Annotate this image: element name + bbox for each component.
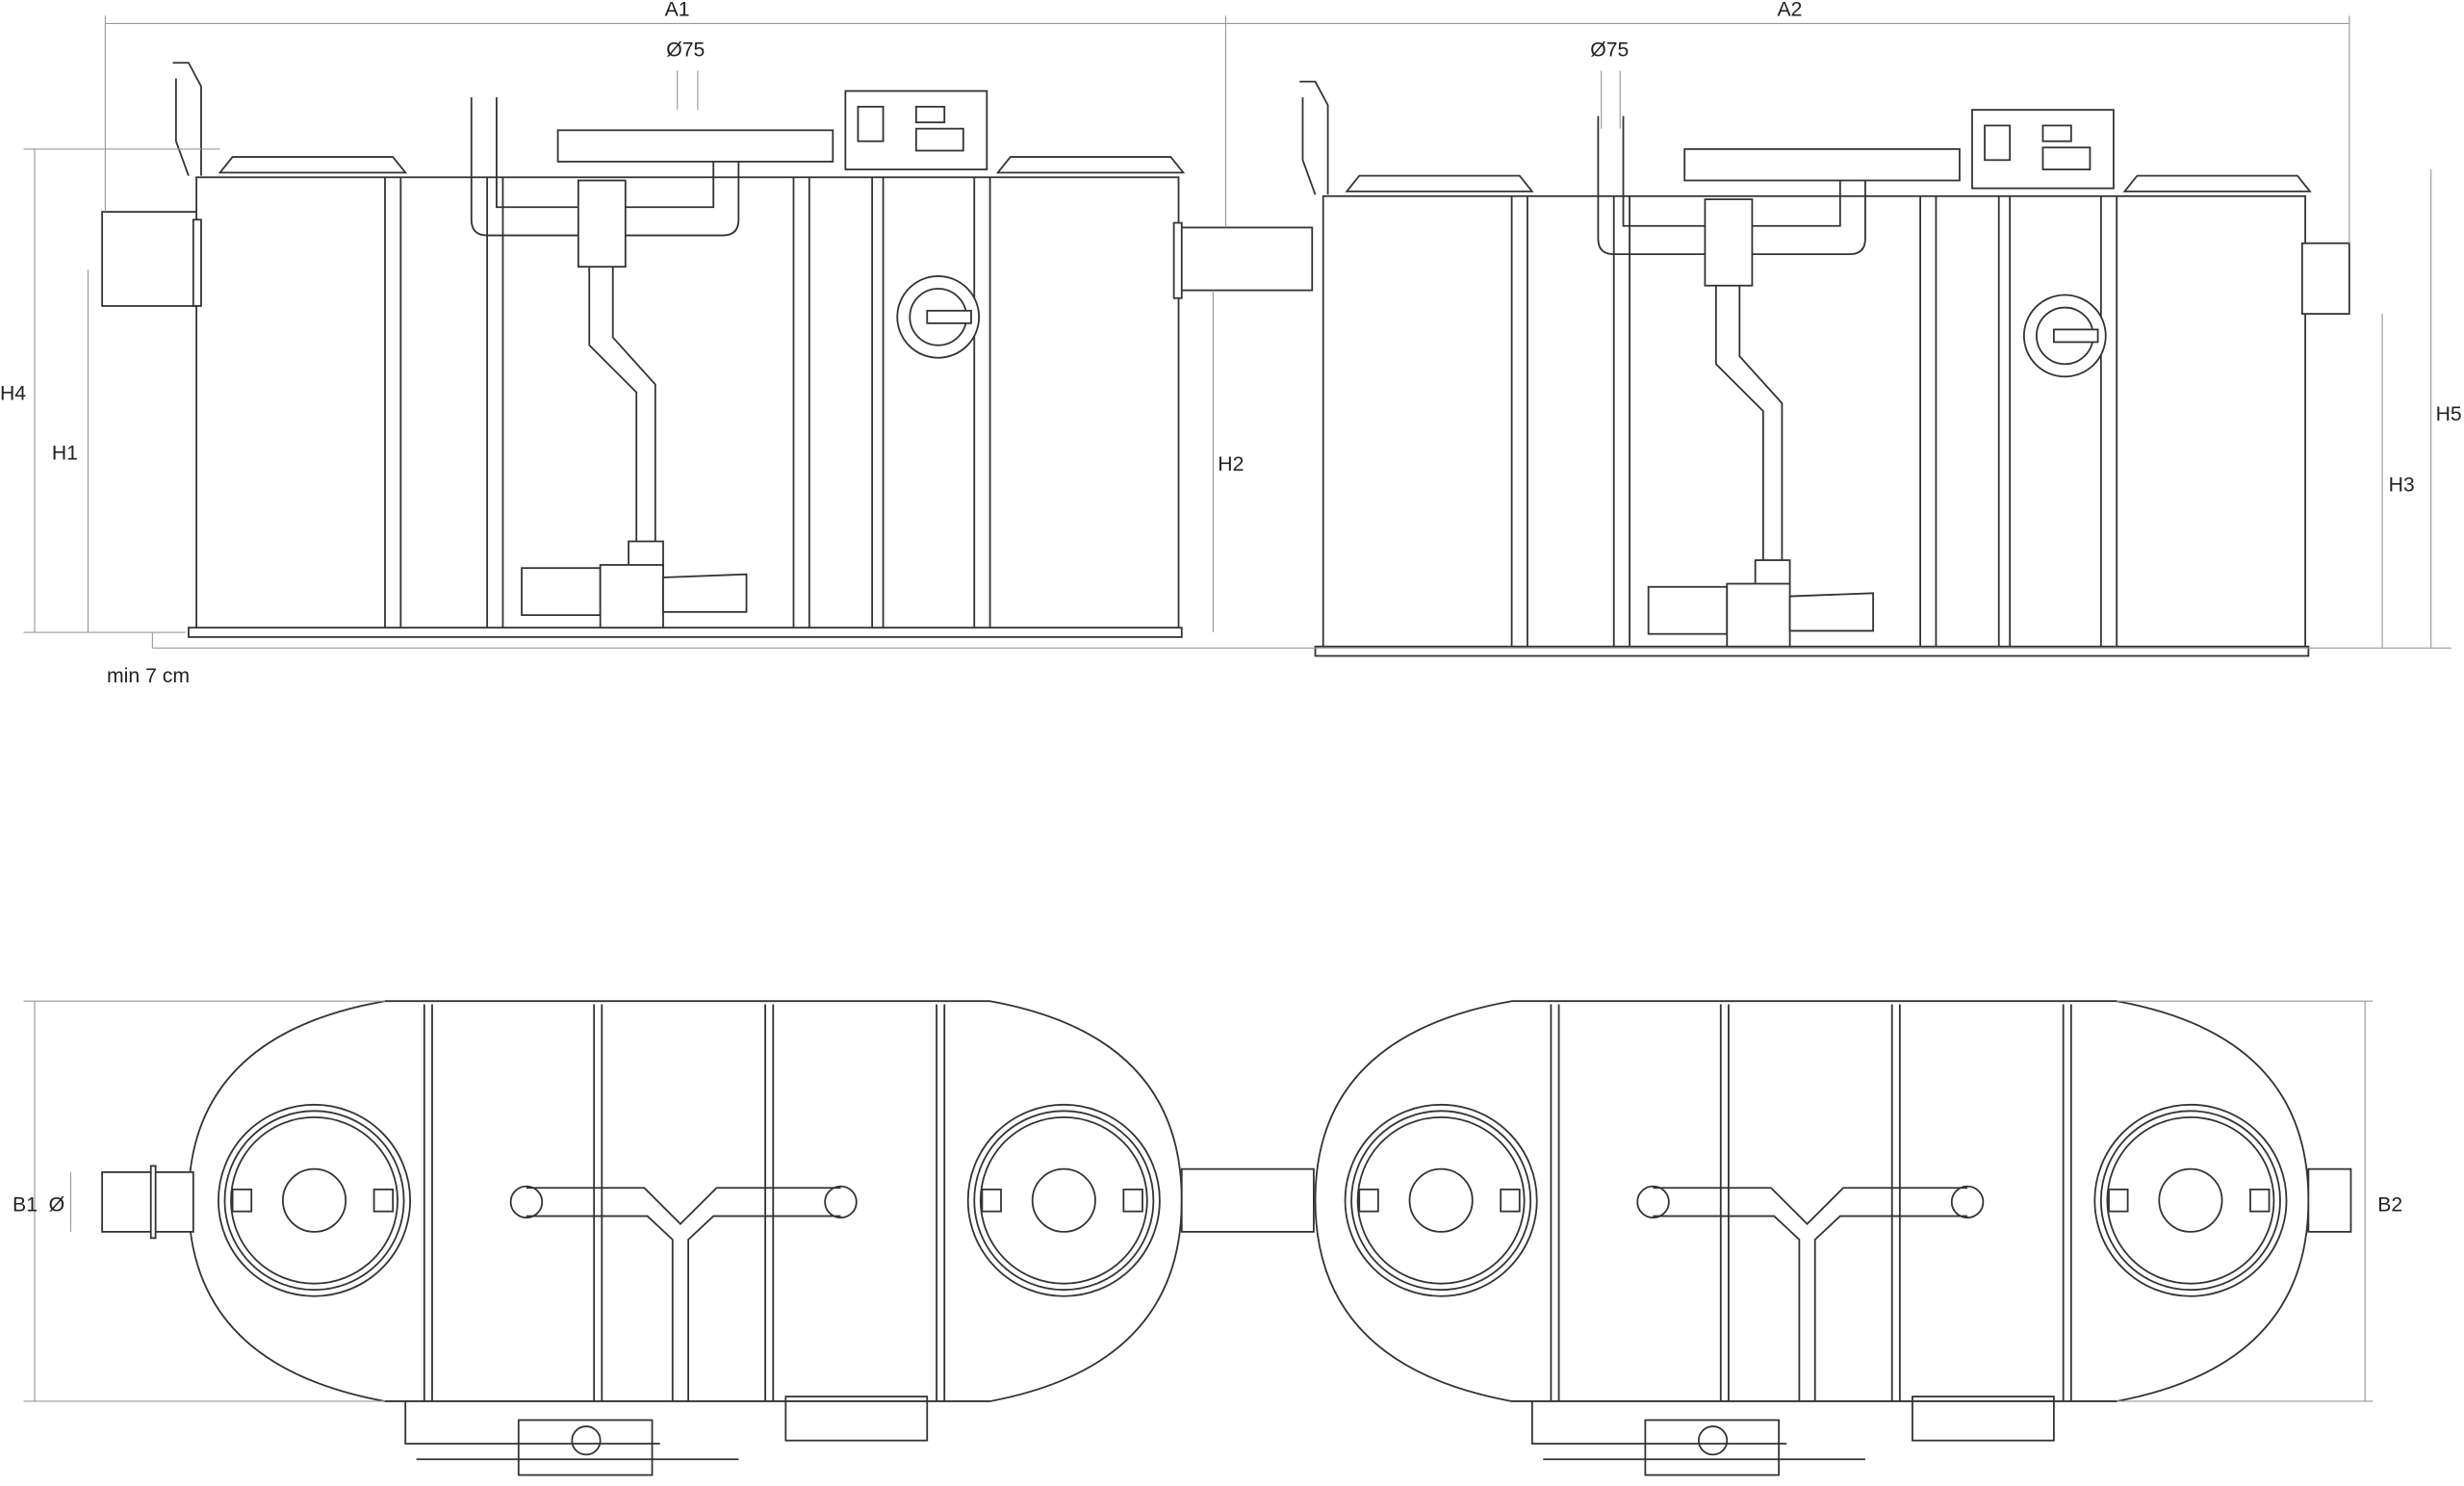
- inlet-pipe-side-1: [101, 211, 202, 307]
- dim-a1-label: A1: [665, 0, 690, 20]
- dim-d75-left-label: Ø75: [666, 39, 705, 62]
- inlet-pipe-top-1: [101, 1165, 194, 1240]
- tank-side-view-2: [1298, 80, 2311, 657]
- outlet-pipe-side-1: [1172, 221, 1314, 299]
- tank-top-view-2: [1314, 1000, 2310, 1476]
- connecting-pipe-top: [1180, 1167, 1315, 1233]
- dimension-lines: [23, 15, 2451, 1402]
- dim-diameter-label: Ø: [49, 1194, 64, 1217]
- tank-top-view-1: [188, 1000, 1183, 1476]
- outlet-pipe-side-2: [2300, 242, 2350, 315]
- dim-d75-right-label: Ø75: [1590, 39, 1629, 62]
- dim-a2-label: A2: [1778, 0, 1803, 20]
- dim-h5-label: H5: [2436, 403, 2462, 425]
- dim-min-gap-label: min 7 cm: [107, 665, 190, 687]
- dim-b1-label: B1: [13, 1194, 38, 1217]
- dim-h3-label: H3: [2389, 474, 2415, 496]
- tank-side-view-1: [171, 62, 1185, 638]
- outlet-pipe-top-2: [2307, 1167, 2352, 1233]
- dim-b2-label: B2: [2377, 1194, 2402, 1217]
- dim-h1-label: H1: [52, 443, 78, 465]
- dim-h2-label: H2: [1218, 453, 1244, 475]
- dim-h4-label: H4: [0, 383, 26, 405]
